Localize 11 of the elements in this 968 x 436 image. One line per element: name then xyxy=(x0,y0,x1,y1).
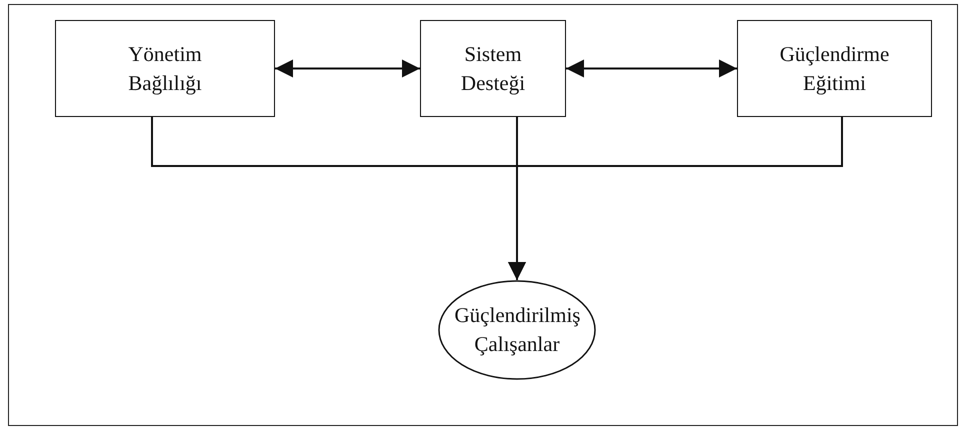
arrow xyxy=(275,60,420,78)
node-label: Güçlendirme Eğitimi xyxy=(778,40,890,96)
node-label: Güçlendirilmiş Çalışanlar xyxy=(454,302,580,358)
process-box xyxy=(55,20,275,117)
node-label: Sistem Desteği xyxy=(460,40,526,96)
node-label: Yönetim Bağlılığı xyxy=(127,40,203,96)
arrow xyxy=(508,117,843,280)
ellipse-node xyxy=(438,280,596,380)
arrow xyxy=(566,60,737,78)
process-box xyxy=(737,20,932,117)
process-box xyxy=(420,20,566,117)
